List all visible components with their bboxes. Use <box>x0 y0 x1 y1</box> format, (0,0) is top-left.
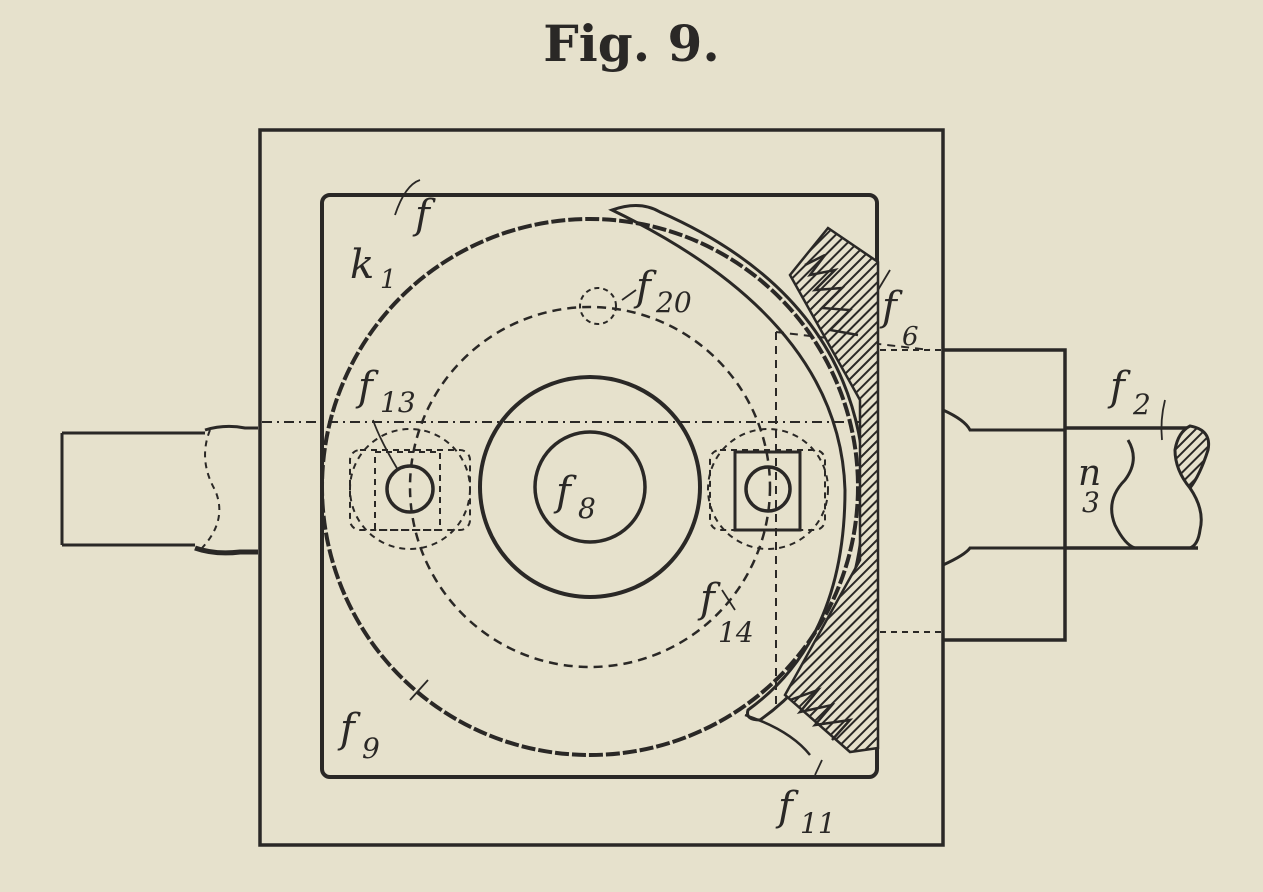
label-f20: f 20 <box>633 264 692 319</box>
label-n3: n 3 <box>1078 453 1101 519</box>
left-shaft <box>60 424 258 556</box>
svg-text:8: 8 <box>578 492 596 525</box>
svg-text:k: k <box>350 242 374 288</box>
main-disc <box>320 217 860 757</box>
lever-arm <box>744 713 811 756</box>
svg-text:1: 1 <box>380 265 397 295</box>
svg-text:13: 13 <box>380 386 416 419</box>
label-f11: f 11 <box>775 784 836 840</box>
svg-text:f: f <box>633 264 657 310</box>
svg-text:11: 11 <box>800 807 836 840</box>
label-f13: f 13 <box>355 364 416 419</box>
label-f8: f 8 <box>553 469 596 525</box>
svg-text:f: f <box>553 469 577 515</box>
hub-shaft <box>533 430 647 544</box>
svg-text:9: 9 <box>362 732 380 765</box>
label-f-top: f <box>412 192 436 238</box>
outer-frame <box>258 128 945 847</box>
svg-text:3: 3 <box>1082 486 1100 519</box>
svg-text:f: f <box>355 364 379 410</box>
svg-text:6: 6 <box>902 322 919 352</box>
label-f2: f 2 <box>1107 364 1151 421</box>
svg-text:f: f <box>337 706 361 752</box>
svg-text:20: 20 <box>655 286 692 319</box>
svg-text:f: f <box>775 784 799 830</box>
orbit-circle <box>408 305 772 669</box>
label-f6: f 6 <box>879 284 919 352</box>
hub-outer <box>478 375 702 599</box>
label-f14: f 14 <box>697 576 754 649</box>
figure-title: Fig. 9. <box>543 14 720 73</box>
right-shaft-housing <box>880 348 1067 642</box>
top-pin-hole <box>579 287 617 325</box>
svg-text:14: 14 <box>718 616 754 649</box>
right-shaft <box>1065 424 1211 550</box>
leader-lines <box>372 179 1166 776</box>
right-crank-pin <box>707 428 829 550</box>
svg-text:n: n <box>1078 453 1101 494</box>
label-k1: k 1 <box>350 242 397 295</box>
svg-text:f: f <box>1107 364 1131 410</box>
label-f9: f 9 <box>337 706 380 765</box>
svg-text:f: f <box>879 284 903 330</box>
svg-text:f: f <box>412 192 436 238</box>
left-crank-pin <box>349 428 471 550</box>
svg-text:2: 2 <box>1132 388 1151 421</box>
gear-sector <box>783 226 880 754</box>
